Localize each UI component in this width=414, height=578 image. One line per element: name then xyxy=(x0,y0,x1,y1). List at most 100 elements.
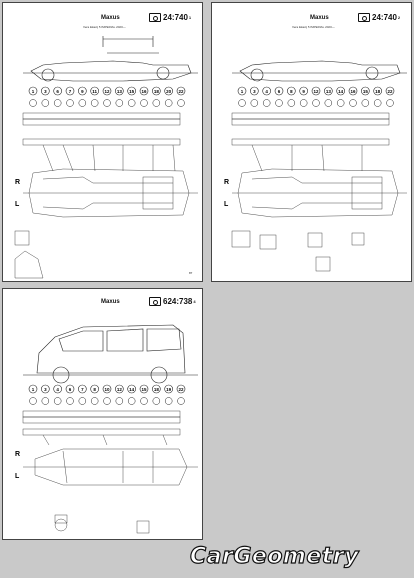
diagram-page-1: Maxus Vera Ekacij 5 IMPERIAL 2020— 24:74… xyxy=(2,2,203,282)
point-circle xyxy=(65,384,75,394)
point-label: 22 xyxy=(178,387,184,392)
point-label: 4 xyxy=(265,89,268,94)
point-circle xyxy=(152,86,161,96)
point-label: 13 xyxy=(117,89,123,94)
point-label: 3 xyxy=(253,89,256,94)
page-code-badge: 624:738 4 xyxy=(149,297,196,306)
point-label: 12 xyxy=(104,89,110,94)
point-circle xyxy=(53,384,62,394)
point-symbol xyxy=(78,99,87,107)
point-circle xyxy=(102,86,112,96)
point-circle xyxy=(299,86,308,96)
point-circle xyxy=(115,86,124,96)
point-symbol xyxy=(66,397,74,405)
page-code: 624:738 xyxy=(163,297,193,306)
page-number: 87 xyxy=(189,271,193,275)
page-title: Maxus xyxy=(101,299,120,305)
point-label: 10 xyxy=(104,387,110,392)
point-circle xyxy=(78,384,87,394)
point-label: 7 xyxy=(81,387,84,392)
point-circle xyxy=(176,86,186,96)
label-right: R xyxy=(15,179,21,186)
page-code: 24:740 xyxy=(372,13,397,22)
point-label: 18 xyxy=(154,89,160,94)
point-label: 1 xyxy=(32,89,35,94)
point-label: 7 xyxy=(69,89,72,94)
point-circle xyxy=(78,86,87,96)
page-code: 24:740 xyxy=(163,13,188,22)
point-symbol xyxy=(152,99,161,107)
point-symbol xyxy=(103,99,111,107)
point-label: 1 xyxy=(241,89,244,94)
point-circle xyxy=(361,86,370,96)
point-label: 14 xyxy=(129,387,135,392)
page-subtitle: Vera Ekacij 5 IMPERIAL 2020— xyxy=(83,25,126,29)
point-symbol xyxy=(140,99,148,107)
label-left: L xyxy=(15,201,20,208)
diagram-page-2: Maxus Vera Ekacij 5 IMPERIAL 2020— 24:74… xyxy=(211,2,412,282)
point-symbol xyxy=(78,397,87,405)
page-subtitle: Vera Ekacij 5 IMPERIAL 2020— xyxy=(292,25,335,29)
point-label: 3 xyxy=(44,387,47,392)
point-circle xyxy=(274,86,284,96)
point-label: 6 xyxy=(56,89,59,94)
point-circle xyxy=(164,86,173,96)
point-label: 6 xyxy=(69,387,72,392)
point-circle xyxy=(65,86,75,96)
point-circle xyxy=(41,86,50,96)
point-label: 13 xyxy=(326,89,332,94)
point-symbol xyxy=(324,99,333,107)
point-circle xyxy=(90,86,99,96)
point-symbol xyxy=(115,99,124,107)
point-symbol xyxy=(177,397,185,405)
point-circle xyxy=(127,86,136,96)
point-circle xyxy=(262,86,271,96)
point-label: 14 xyxy=(338,89,344,94)
point-label: 15 xyxy=(363,89,369,94)
point-circle xyxy=(41,384,50,394)
point-label: 1 xyxy=(32,387,35,392)
point-label: 19 xyxy=(166,387,172,392)
point-symbol xyxy=(115,397,124,405)
point-circle xyxy=(28,384,38,394)
page-code-badge: 24:740 1 xyxy=(149,13,191,22)
point-symbol xyxy=(140,397,148,405)
point-symbol xyxy=(287,99,296,107)
point-symbol xyxy=(361,99,370,107)
point-label: 12 xyxy=(313,89,319,94)
point-label: 12 xyxy=(117,387,123,392)
point-label: 20 xyxy=(166,89,172,94)
point-label: 18 xyxy=(154,387,160,392)
point-label: 8 xyxy=(93,387,96,392)
point-circle xyxy=(373,86,382,96)
point-symbol xyxy=(103,397,111,405)
camera-icon xyxy=(149,297,161,306)
camera-icon xyxy=(149,13,161,22)
point-symbol xyxy=(29,397,37,405)
point-circle xyxy=(115,384,124,394)
point-circle xyxy=(348,86,358,96)
point-symbol xyxy=(90,397,99,405)
point-label: 22 xyxy=(387,89,393,94)
point-symbol xyxy=(53,397,62,405)
point-symbol xyxy=(349,99,357,107)
point-symbol xyxy=(299,99,308,107)
point-label: 15 xyxy=(141,387,147,392)
point-circle xyxy=(311,86,321,96)
page-code-badge: 24:740 2 xyxy=(358,13,400,22)
point-circle xyxy=(385,86,395,96)
point-symbol xyxy=(373,99,382,107)
point-label: 9 xyxy=(302,89,305,94)
point-label: 16 xyxy=(141,89,147,94)
label-left: L xyxy=(224,201,229,208)
point-circle xyxy=(139,86,149,96)
point-label: 8 xyxy=(290,89,293,94)
point-circle xyxy=(139,384,149,394)
label-right: R xyxy=(15,451,21,458)
